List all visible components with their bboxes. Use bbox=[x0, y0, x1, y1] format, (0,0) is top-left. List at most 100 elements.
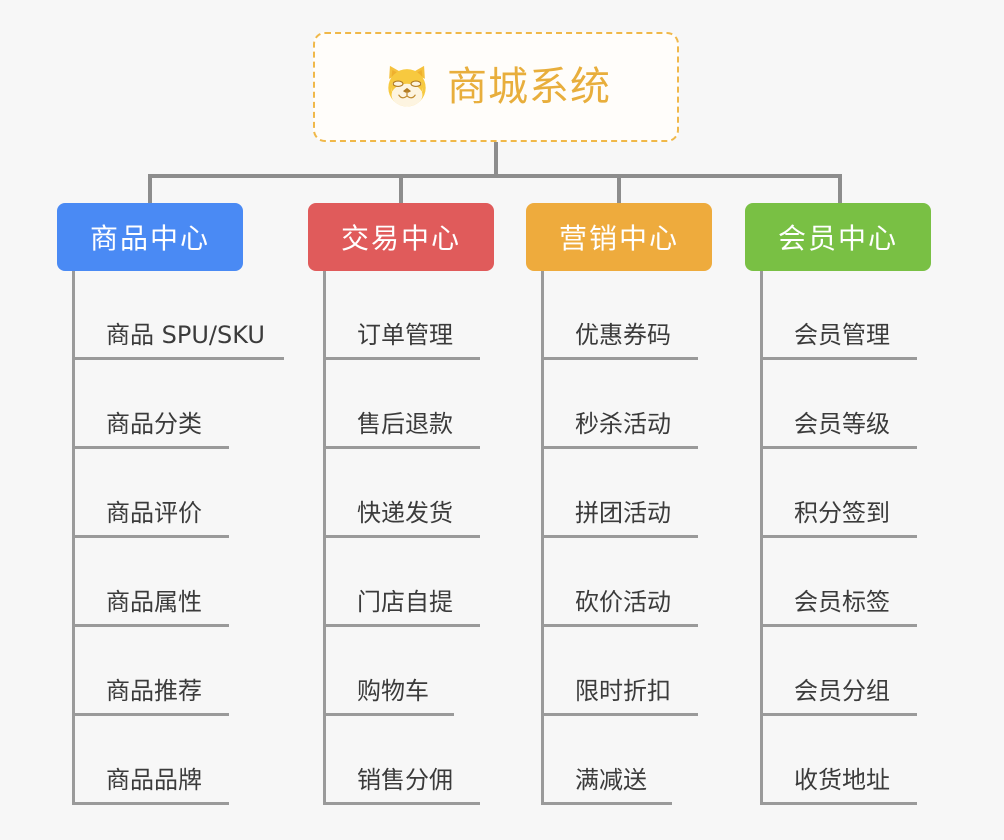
leaf-item-label: 订单管理 bbox=[357, 320, 453, 349]
leaf-item-underline bbox=[541, 535, 698, 538]
shiba-inu-dog-face-icon bbox=[388, 65, 426, 107]
leaf-item-underline bbox=[72, 713, 229, 716]
leaf-item-underline bbox=[323, 802, 480, 805]
leaf-item[interactable]: 商品品牌 bbox=[72, 716, 265, 805]
leaf-item[interactable]: 快递发货 bbox=[323, 449, 494, 538]
leaf-item-underline bbox=[760, 624, 917, 627]
leaf-item[interactable]: 会员等级 bbox=[760, 360, 931, 449]
leaf-item-label: 砍价活动 bbox=[575, 587, 671, 616]
leaf-item[interactable]: 砍价活动 bbox=[541, 538, 712, 627]
connector-drop-1 bbox=[148, 174, 152, 206]
leaf-item-label: 门店自提 bbox=[357, 587, 453, 616]
leaf-item[interactable]: 限时折扣 bbox=[541, 627, 712, 716]
leaf-item-label: 满减送 bbox=[575, 765, 647, 794]
category-header-label: 会员中心 bbox=[777, 222, 898, 255]
leaf-item-underline bbox=[541, 446, 698, 449]
leaf-item-underline bbox=[760, 357, 917, 360]
category-header-2[interactable]: 交易中心 bbox=[308, 203, 494, 271]
leaf-item-label: 商品品牌 bbox=[106, 765, 202, 794]
leaf-item-label: 快递发货 bbox=[357, 498, 453, 527]
connector-horizontal-bus bbox=[148, 174, 842, 178]
category-header-label: 商品中心 bbox=[89, 222, 210, 255]
leaf-item[interactable]: 销售分佣 bbox=[323, 716, 494, 805]
leaf-item[interactable]: 购物车 bbox=[323, 627, 494, 716]
leaf-item-label: 购物车 bbox=[357, 676, 429, 705]
leaf-item[interactable]: 会员分组 bbox=[760, 627, 931, 716]
leaf-item[interactable]: 商品 SPU/SKU bbox=[72, 271, 284, 360]
root-node[interactable]: 商城系统 bbox=[313, 32, 679, 142]
leaf-item-underline bbox=[760, 802, 917, 805]
connector-drop-4 bbox=[838, 174, 842, 206]
leaf-item[interactable]: 商品评价 bbox=[72, 449, 265, 538]
leaf-item[interactable]: 商品分类 bbox=[72, 360, 265, 449]
leaf-item-underline bbox=[541, 624, 698, 627]
leaf-item[interactable]: 售后退款 bbox=[323, 360, 494, 449]
category-column-2: 交易中心订单管理售后退款快递发货门店自提购物车销售分佣 bbox=[308, 203, 494, 805]
leaf-item-label: 收货地址 bbox=[794, 765, 890, 794]
leaf-item-label: 商品 SPU/SKU bbox=[106, 320, 265, 349]
category-column-3: 营销中心优惠券码秒杀活动拼团活动砍价活动限时折扣满减送 bbox=[526, 203, 712, 805]
leaf-stack-4: 会员管理会员等级积分签到会员标签会员分组收货地址 bbox=[760, 271, 931, 805]
leaf-item-label: 拼团活动 bbox=[575, 498, 671, 527]
leaf-item-underline bbox=[323, 713, 454, 716]
leaf-spine bbox=[323, 271, 326, 805]
leaf-item[interactable]: 优惠券码 bbox=[541, 271, 712, 360]
leaf-item[interactable]: 秒杀活动 bbox=[541, 360, 712, 449]
leaf-item-underline bbox=[760, 446, 917, 449]
leaf-item[interactable]: 收货地址 bbox=[760, 716, 931, 805]
leaf-item-underline bbox=[541, 802, 672, 805]
leaf-item[interactable]: 会员标签 bbox=[760, 538, 931, 627]
leaf-item-underline bbox=[72, 357, 284, 360]
leaf-spine bbox=[72, 271, 75, 805]
leaf-spine bbox=[760, 271, 763, 805]
connector-root-stem bbox=[494, 142, 498, 178]
leaf-item[interactable]: 满减送 bbox=[541, 716, 712, 805]
leaf-item-label: 限时折扣 bbox=[575, 676, 671, 705]
leaf-item-label: 售后退款 bbox=[357, 409, 453, 438]
leaf-item[interactable]: 商品推荐 bbox=[72, 627, 265, 716]
leaf-stack-3: 优惠券码秒杀活动拼团活动砍价活动限时折扣满减送 bbox=[541, 271, 712, 805]
category-header-3[interactable]: 营销中心 bbox=[526, 203, 712, 271]
category-header-4[interactable]: 会员中心 bbox=[745, 203, 931, 271]
leaf-item[interactable]: 订单管理 bbox=[323, 271, 494, 360]
leaf-item-label: 商品分类 bbox=[106, 409, 202, 438]
leaf-item-label: 会员标签 bbox=[794, 587, 890, 616]
leaf-item-label: 秒杀活动 bbox=[575, 409, 671, 438]
leaf-item-underline bbox=[760, 535, 917, 538]
leaf-item[interactable]: 拼团活动 bbox=[541, 449, 712, 538]
leaf-item-underline bbox=[72, 535, 229, 538]
category-header-1[interactable]: 商品中心 bbox=[57, 203, 243, 271]
leaf-item-underline bbox=[541, 357, 698, 360]
leaf-item-label: 商品推荐 bbox=[106, 676, 202, 705]
leaf-item[interactable]: 门店自提 bbox=[323, 538, 494, 627]
category-column-1: 商品中心商品 SPU/SKU 商品分类商品评价商品属性商品推荐商品品牌 bbox=[57, 203, 284, 805]
leaf-item-label: 商品评价 bbox=[106, 498, 202, 527]
leaf-item-underline bbox=[323, 357, 480, 360]
leaf-item-underline bbox=[760, 713, 917, 716]
leaf-stack-1: 商品 SPU/SKU 商品分类商品评价商品属性商品推荐商品品牌 bbox=[72, 271, 284, 805]
leaf-stack-2: 订单管理售后退款快递发货门店自提购物车销售分佣 bbox=[323, 271, 494, 805]
leaf-item-label: 商品属性 bbox=[106, 587, 202, 616]
leaf-item[interactable]: 商品属性 bbox=[72, 538, 265, 627]
leaf-spine bbox=[541, 271, 544, 805]
leaf-item-underline bbox=[541, 713, 698, 716]
category-column-4: 会员中心会员管理会员等级积分签到会员标签会员分组收货地址 bbox=[745, 203, 931, 805]
root-title: 商城系统 bbox=[447, 64, 611, 110]
leaf-item-underline bbox=[72, 802, 229, 805]
leaf-item-underline bbox=[323, 624, 480, 627]
category-header-label: 交易中心 bbox=[340, 222, 461, 255]
leaf-item-label: 优惠券码 bbox=[575, 320, 671, 349]
connector-drop-2 bbox=[399, 174, 403, 206]
leaf-item-label: 积分签到 bbox=[794, 498, 890, 527]
leaf-item-underline bbox=[323, 446, 480, 449]
connector-drop-3 bbox=[617, 174, 621, 206]
leaf-item-underline bbox=[72, 446, 229, 449]
leaf-item-label: 会员管理 bbox=[794, 320, 890, 349]
leaf-item-label: 销售分佣 bbox=[357, 765, 453, 794]
leaf-item-label: 会员等级 bbox=[794, 409, 890, 438]
leaf-item[interactable]: 会员管理 bbox=[760, 271, 931, 360]
leaf-item-label: 会员分组 bbox=[794, 676, 890, 705]
leaf-item-underline bbox=[72, 624, 229, 627]
leaf-item[interactable]: 积分签到 bbox=[760, 449, 931, 538]
